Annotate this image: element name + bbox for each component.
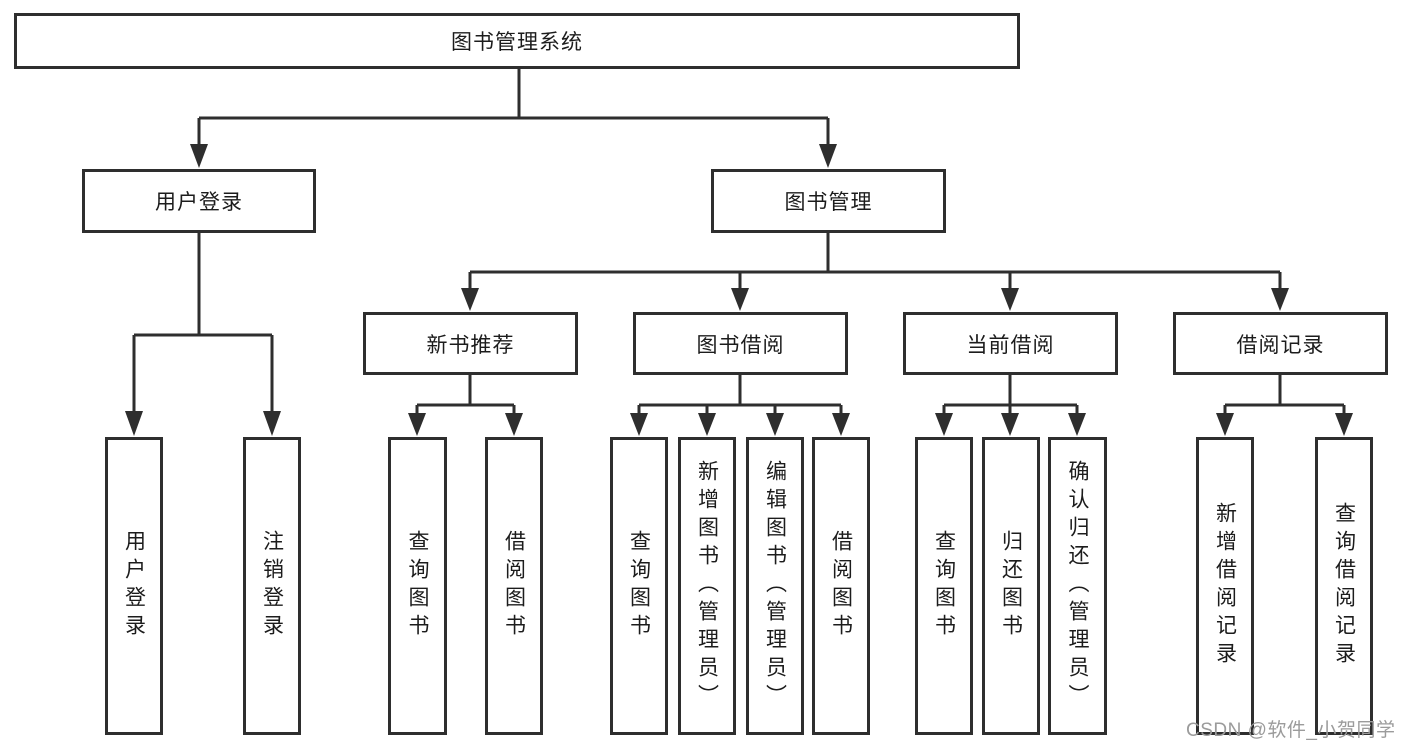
node-label: 用户登录 [155,191,243,214]
node-label: 新增图书（管理员） [695,460,719,712]
node-book-borrow: 图书借阅 [633,312,848,375]
node-borrow-record: 借阅记录 [1173,312,1388,375]
node-leaf-borrow-book-recommend: 借阅图书 [485,437,543,735]
node-label: 借阅图书 [502,530,526,642]
node-leaf-add-book-admin: 新增图书（管理员） [678,437,736,735]
node-leaf-edit-book-admin: 编辑图书（管理员） [746,437,804,735]
node-label: 查询借阅记录 [1332,502,1356,670]
node-leaf-add-borrow-record: 新增借阅记录 [1196,437,1254,735]
node-label: 查询图书 [932,530,956,642]
node-label: 查询图书 [406,530,429,642]
node-label: 用户登录 [122,530,146,642]
node-book-management: 图书管理 [711,169,946,233]
node-user-login: 用户登录 [82,169,316,233]
node-label: 查询图书 [627,530,651,642]
node-leaf-return-book: 归还图书 [982,437,1040,735]
node-label: 新增借阅记录 [1213,502,1237,670]
node-label: 归还图书 [999,530,1023,642]
node-leaf-logout: 注销登录 [243,437,301,735]
node-current-borrow: 当前借阅 [903,312,1118,375]
node-leaf-query-book-borrow: 查询图书 [610,437,668,735]
node-label: 图书管理 [784,191,873,214]
node-label: 借阅图书 [829,530,853,642]
node-leaf-query-borrow-record: 查询借阅记录 [1315,437,1373,735]
node-label: 借阅记录 [1236,333,1325,357]
node-leaf-user-login: 用户登录 [105,437,163,735]
node-label: 确认归还（管理员） [1066,460,1089,712]
node-label: 当前借阅 [966,333,1055,357]
node-leaf-query-book-recommend: 查询图书 [388,437,447,735]
node-library-system: 图书管理系统 [14,13,1020,69]
node-label: 编辑图书（管理员） [763,460,787,712]
node-label: 图书借阅 [696,333,785,357]
csdn-watermark: CSDN @软件_小贺同学 [1186,720,1396,741]
node-leaf-confirm-return-admin: 确认归还（管理员） [1048,437,1107,735]
node-new-book-recommend: 新书推荐 [363,312,578,375]
node-leaf-query-book-current: 查询图书 [915,437,973,735]
node-label: 图书管理系统 [451,31,583,54]
node-label: 新书推荐 [426,333,515,357]
node-leaf-borrow-book: 借阅图书 [812,437,870,735]
node-label: 注销登录 [260,530,284,642]
